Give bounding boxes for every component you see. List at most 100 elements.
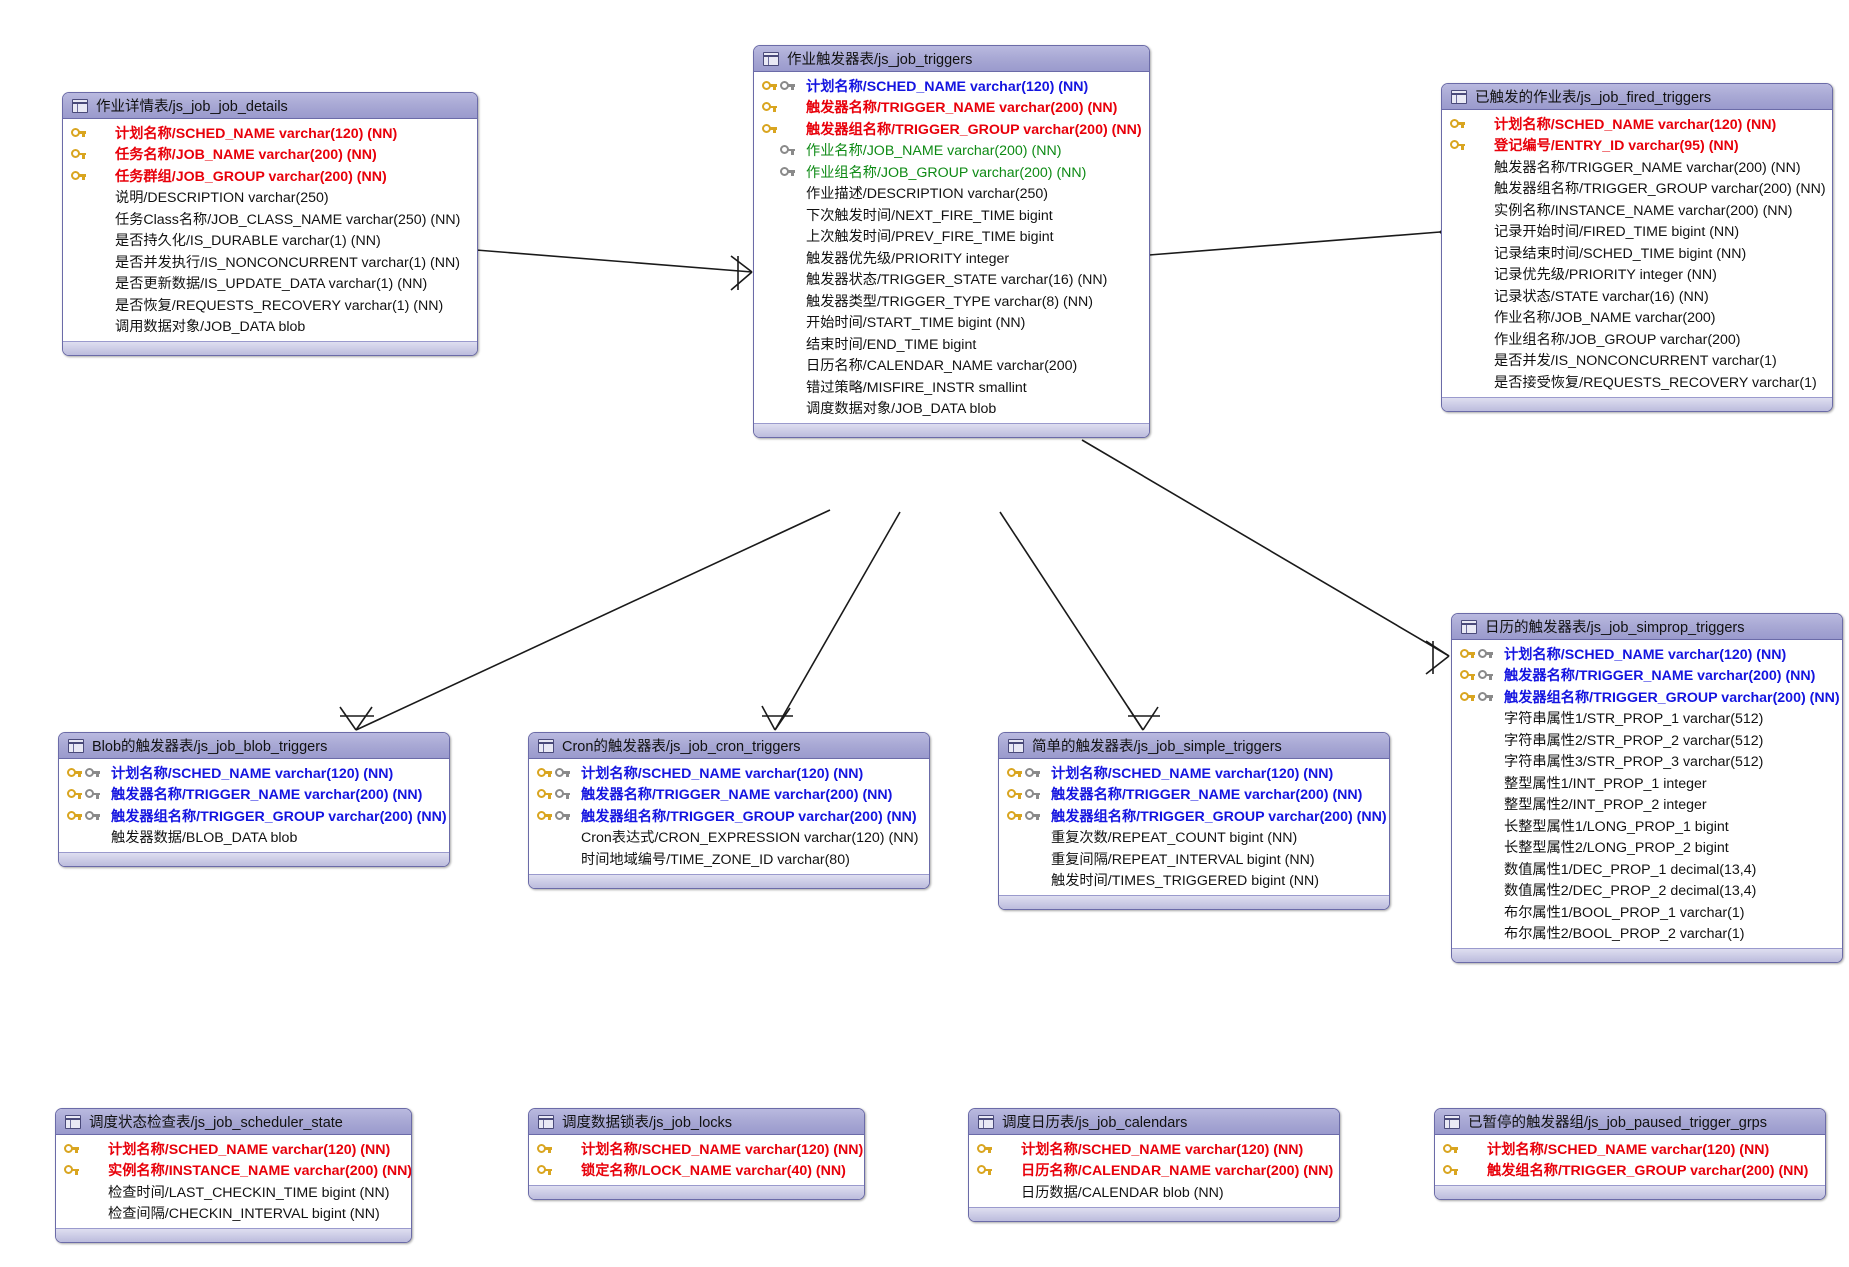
- attribute-row[interactable]: 触发时间/TIMES_TRIGGERED bigint (NN): [999, 870, 1389, 892]
- attribute-row[interactable]: 触发器状态/TRIGGER_STATE varchar(16) (NN): [754, 269, 1149, 291]
- attribute-row[interactable]: 长整型属性2/LONG_PROP_2 bigint: [1452, 837, 1842, 859]
- attribute-row[interactable]: 记录状态/STATE varchar(16) (NN): [1442, 285, 1832, 307]
- attribute-row[interactable]: 触发器组名称/TRIGGER_GROUP varchar(200) (NN): [529, 805, 929, 827]
- attribute-row[interactable]: 触发器组名称/TRIGGER_GROUP varchar(200) (NN): [754, 118, 1149, 140]
- attribute-row[interactable]: 触发器组名称/TRIGGER_GROUP varchar(200) (NN): [1452, 686, 1842, 708]
- attribute-row[interactable]: 整型属性1/INT_PROP_1 integer: [1452, 772, 1842, 794]
- entity-header-job_simple_triggers[interactable]: 简单的触发器表/js_job_simple_triggers: [999, 733, 1389, 759]
- attribute-row[interactable]: 日历名称/CALENDAR_NAME varchar(200) (NN): [969, 1160, 1339, 1182]
- attribute-row[interactable]: 计划名称/SCHED_NAME varchar(120) (NN): [59, 762, 449, 784]
- attribute-row[interactable]: 计划名称/SCHED_NAME varchar(120) (NN): [1452, 643, 1842, 665]
- attribute-row[interactable]: 实例名称/INSTANCE_NAME varchar(200) (NN): [1442, 199, 1832, 221]
- attribute-row[interactable]: 触发器名称/TRIGGER_NAME varchar(200) (NN): [1452, 665, 1842, 687]
- attribute-row[interactable]: 触发组名称/TRIGGER_GROUP varchar(200) (NN): [1435, 1160, 1825, 1182]
- attribute-row[interactable]: 字符串属性1/STR_PROP_1 varchar(512): [1452, 708, 1842, 730]
- attribute-row[interactable]: 日历名称/CALENDAR_NAME varchar(200): [754, 355, 1149, 377]
- entity-header-job_job_details[interactable]: 作业详情表/js_job_job_details: [63, 93, 477, 119]
- attribute-row[interactable]: 作业描述/DESCRIPTION varchar(250): [754, 183, 1149, 205]
- attribute-row[interactable]: 记录优先级/PRIORITY integer (NN): [1442, 264, 1832, 286]
- attribute-row[interactable]: 触发器组名称/TRIGGER_GROUP varchar(200) (NN): [999, 805, 1389, 827]
- attribute-row[interactable]: 日历数据/CALENDAR blob (NN): [969, 1181, 1339, 1203]
- attribute-row[interactable]: 整型属性2/INT_PROP_2 integer: [1452, 794, 1842, 816]
- entity-job_locks[interactable]: 调度数据锁表/js_job_locks 计划名称/SCHED_NAME varch…: [528, 1108, 865, 1200]
- attribute-row[interactable]: 锁定名称/LOCK_NAME varchar(40) (NN): [529, 1160, 864, 1182]
- entity-header-job_simprop_triggers[interactable]: 日历的触发器表/js_job_simprop_triggers: [1452, 614, 1842, 640]
- entity-job_job_details[interactable]: 作业详情表/js_job_job_details 计划名称/SCHED_NAME …: [62, 92, 478, 356]
- entity-job_fired_triggers[interactable]: 已触发的作业表/js_job_fired_triggers 计划名称/SCHED_…: [1441, 83, 1833, 412]
- attribute-row[interactable]: 作业组名称/JOB_GROUP varchar(200): [1442, 328, 1832, 350]
- attribute-row[interactable]: 是否持久化/IS_DURABLE varchar(1) (NN): [63, 230, 477, 252]
- attribute-row[interactable]: 触发器名称/TRIGGER_NAME varchar(200) (NN): [999, 784, 1389, 806]
- attribute-row[interactable]: 作业名称/JOB_NAME varchar(200) (NN): [754, 140, 1149, 162]
- attribute-row[interactable]: 触发器组名称/TRIGGER_GROUP varchar(200) (NN): [59, 805, 449, 827]
- attribute-row[interactable]: 任务Class名称/JOB_CLASS_NAME varchar(250) (N…: [63, 208, 477, 230]
- entity-job_simprop_triggers[interactable]: 日历的触发器表/js_job_simprop_triggers 计划名称/SCHE…: [1451, 613, 1843, 963]
- entity-header-job_triggers[interactable]: 作业触发器表/js_job_triggers: [754, 46, 1149, 72]
- attribute-row[interactable]: 布尔属性2/BOOL_PROP_2 varchar(1): [1452, 923, 1842, 945]
- entity-job_scheduler_state[interactable]: 调度状态检查表/js_job_scheduler_state 计划名称/SCHED…: [55, 1108, 412, 1243]
- attribute-row[interactable]: 触发器组名称/TRIGGER_GROUP varchar(200) (NN): [1442, 178, 1832, 200]
- attribute-row[interactable]: 结束时间/END_TIME bigint: [754, 333, 1149, 355]
- attribute-row[interactable]: 是否恢复/REQUESTS_RECOVERY varchar(1) (NN): [63, 294, 477, 316]
- attribute-row[interactable]: 数值属性1/DEC_PROP_1 decimal(13,4): [1452, 858, 1842, 880]
- attribute-row[interactable]: 计划名称/SCHED_NAME varchar(120) (NN): [56, 1138, 411, 1160]
- attribute-row[interactable]: 计划名称/SCHED_NAME varchar(120) (NN): [754, 75, 1149, 97]
- entity-header-job_blob_triggers[interactable]: Blob的触发器表/js_job_blob_triggers: [59, 733, 449, 759]
- entity-header-job_calendars[interactable]: 调度日历表/js_job_calendars: [969, 1109, 1339, 1135]
- attribute-row[interactable]: 计划名称/SCHED_NAME varchar(120) (NN): [999, 762, 1389, 784]
- entity-header-job_scheduler_state[interactable]: 调度状态检查表/js_job_scheduler_state: [56, 1109, 411, 1135]
- attribute-row[interactable]: 布尔属性1/BOOL_PROP_1 varchar(1): [1452, 901, 1842, 923]
- attribute-row[interactable]: 检查间隔/CHECKIN_INTERVAL bigint (NN): [56, 1203, 411, 1225]
- entity-job_triggers[interactable]: 作业触发器表/js_job_triggers 计划名称/SCHED_NAME va…: [753, 45, 1150, 438]
- attribute-row[interactable]: 登记编号/ENTRY_ID varchar(95) (NN): [1442, 135, 1832, 157]
- attribute-row[interactable]: 重复间隔/REPEAT_INTERVAL bigint (NN): [999, 848, 1389, 870]
- attribute-row[interactable]: 计划名称/SCHED_NAME varchar(120) (NN): [1442, 113, 1832, 135]
- attribute-row[interactable]: 上次触发时间/PREV_FIRE_TIME bigint: [754, 226, 1149, 248]
- entity-header-job_paused_trigger_grps[interactable]: 已暂停的触发器组/js_job_paused_trigger_grps: [1435, 1109, 1825, 1135]
- attribute-row[interactable]: 记录结束时间/SCHED_TIME bigint (NN): [1442, 242, 1832, 264]
- entity-job_blob_triggers[interactable]: Blob的触发器表/js_job_blob_triggers 计划名称/SCHED…: [58, 732, 450, 867]
- attribute-row[interactable]: 长整型属性1/LONG_PROP_1 bigint: [1452, 815, 1842, 837]
- attribute-row[interactable]: 任务名称/JOB_NAME varchar(200) (NN): [63, 144, 477, 166]
- attribute-row[interactable]: 触发器名称/TRIGGER_NAME varchar(200) (NN): [754, 97, 1149, 119]
- attribute-row[interactable]: 字符串属性3/STR_PROP_3 varchar(512): [1452, 751, 1842, 773]
- attribute-row[interactable]: 是否接受恢复/REQUESTS_RECOVERY varchar(1): [1442, 371, 1832, 393]
- entity-job_simple_triggers[interactable]: 简单的触发器表/js_job_simple_triggers 计划名称/SCHED…: [998, 732, 1390, 910]
- attribute-row[interactable]: 检查时间/LAST_CHECKIN_TIME bigint (NN): [56, 1181, 411, 1203]
- attribute-row[interactable]: 开始时间/START_TIME bigint (NN): [754, 312, 1149, 334]
- attribute-row[interactable]: 触发器名称/TRIGGER_NAME varchar(200) (NN): [1442, 156, 1832, 178]
- entity-header-job_fired_triggers[interactable]: 已触发的作业表/js_job_fired_triggers: [1442, 84, 1832, 110]
- attribute-row[interactable]: 重复次数/REPEAT_COUNT bigint (NN): [999, 827, 1389, 849]
- attribute-row[interactable]: 时间地域编号/TIME_ZONE_ID varchar(80): [529, 848, 929, 870]
- attribute-row[interactable]: 数值属性2/DEC_PROP_2 decimal(13,4): [1452, 880, 1842, 902]
- attribute-row[interactable]: 触发器名称/TRIGGER_NAME varchar(200) (NN): [59, 784, 449, 806]
- attribute-row[interactable]: 计划名称/SCHED_NAME varchar(120) (NN): [969, 1138, 1339, 1160]
- attribute-row[interactable]: 说明/DESCRIPTION varchar(250): [63, 187, 477, 209]
- attribute-row[interactable]: 是否更新数据/IS_UPDATE_DATA varchar(1) (NN): [63, 273, 477, 295]
- entity-job_calendars[interactable]: 调度日历表/js_job_calendars 计划名称/SCHED_NAME va…: [968, 1108, 1340, 1222]
- attribute-row[interactable]: 调度数据对象/JOB_DATA blob: [754, 398, 1149, 420]
- attribute-row[interactable]: 调用数据对象/JOB_DATA blob: [63, 316, 477, 338]
- attribute-row[interactable]: 触发器类型/TRIGGER_TYPE varchar(8) (NN): [754, 290, 1149, 312]
- attribute-row[interactable]: 计划名称/SCHED_NAME varchar(120) (NN): [529, 762, 929, 784]
- attribute-row[interactable]: 触发器优先级/PRIORITY integer: [754, 247, 1149, 269]
- attribute-row[interactable]: 下次触发时间/NEXT_FIRE_TIME bigint: [754, 204, 1149, 226]
- entity-header-job_locks[interactable]: 调度数据锁表/js_job_locks: [529, 1109, 864, 1135]
- attribute-row[interactable]: 记录开始时间/FIRED_TIME bigint (NN): [1442, 221, 1832, 243]
- attribute-row[interactable]: 计划名称/SCHED_NAME varchar(120) (NN): [1435, 1138, 1825, 1160]
- attribute-row[interactable]: 计划名称/SCHED_NAME varchar(120) (NN): [63, 122, 477, 144]
- attribute-row[interactable]: 任务群组/JOB_GROUP varchar(200) (NN): [63, 165, 477, 187]
- attribute-row[interactable]: 是否并发执行/IS_NONCONCURRENT varchar(1) (NN): [63, 251, 477, 273]
- attribute-row[interactable]: 错过策略/MISFIRE_INSTR smallint: [754, 376, 1149, 398]
- attribute-row[interactable]: 作业组名称/JOB_GROUP varchar(200) (NN): [754, 161, 1149, 183]
- attribute-row[interactable]: 触发器名称/TRIGGER_NAME varchar(200) (NN): [529, 784, 929, 806]
- entity-job_paused_trigger_grps[interactable]: 已暂停的触发器组/js_job_paused_trigger_grps 计划名称/…: [1434, 1108, 1826, 1200]
- attribute-row[interactable]: 是否并发/IS_NONCONCURRENT varchar(1): [1442, 350, 1832, 372]
- attribute-row[interactable]: 计划名称/SCHED_NAME varchar(120) (NN): [529, 1138, 864, 1160]
- attribute-row[interactable]: Cron表达式/CRON_EXPRESSION varchar(120) (NN…: [529, 827, 929, 849]
- attribute-row[interactable]: 触发器数据/BLOB_DATA blob: [59, 827, 449, 849]
- attribute-row[interactable]: 字符串属性2/STR_PROP_2 varchar(512): [1452, 729, 1842, 751]
- attribute-row[interactable]: 作业名称/JOB_NAME varchar(200): [1442, 307, 1832, 329]
- attribute-row[interactable]: 实例名称/INSTANCE_NAME varchar(200) (NN): [56, 1160, 411, 1182]
